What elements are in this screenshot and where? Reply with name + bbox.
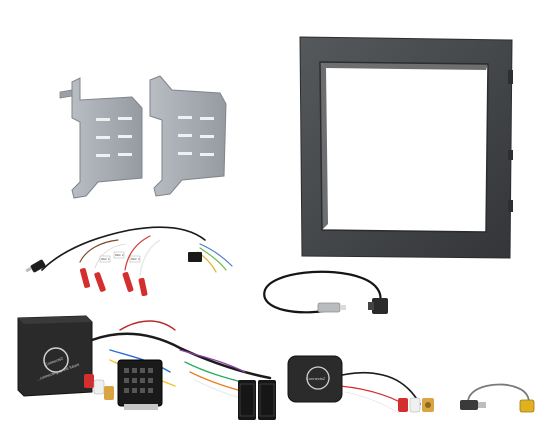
module-logo: Connects2 [306, 376, 326, 381]
wire-tag-2 [113, 251, 125, 259]
iso-connector-large [117, 359, 163, 410]
fascia-panel [299, 36, 513, 259]
mounting-bracket-right [149, 75, 227, 197]
wire-tag-3 [129, 255, 141, 263]
usb-adapter-lead [460, 383, 535, 413]
wire-tag-3-text: REF 3 [131, 257, 140, 261]
patch-lead [41, 226, 233, 276]
wire-tag-1-text: REF 1 [101, 257, 110, 261]
rca-plugs-left [84, 374, 114, 400]
interface-box: Connects2 ...connecting to the future [17, 315, 93, 397]
rca-plugs-right [398, 397, 434, 413]
steering-interface-module: Connects2 [287, 355, 343, 403]
wire-tag-2-text: REF 2 [115, 253, 124, 257]
wire-tag-1 [99, 255, 111, 263]
jack-plug [25, 259, 46, 273]
box-logo: Connects2 [44, 355, 64, 367]
small-plug-connector [188, 252, 202, 262]
red-bullet-connectors [79, 268, 148, 297]
iso-connector-pair [238, 380, 276, 420]
antenna-adapter [263, 270, 388, 314]
mounting-bracket-left [59, 77, 143, 199]
